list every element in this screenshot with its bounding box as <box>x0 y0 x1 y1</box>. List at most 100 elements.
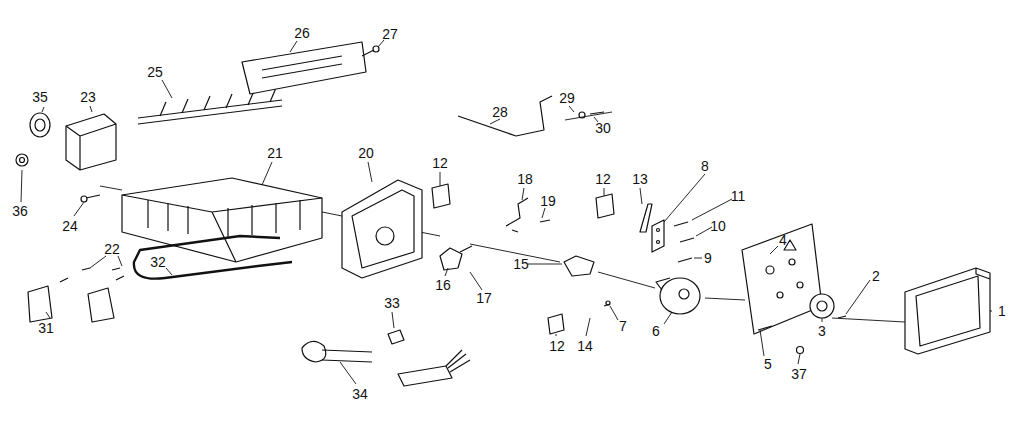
leader-line <box>610 306 618 320</box>
callout-number: 1 <box>997 303 1007 319</box>
callout-number: 12 <box>594 171 612 187</box>
callout-number: 4 <box>778 232 788 248</box>
control-box <box>66 114 116 170</box>
leader-line <box>166 268 172 275</box>
clip <box>579 112 604 118</box>
assembly-axis <box>100 186 122 190</box>
bracket <box>28 286 52 322</box>
stripper <box>262 56 342 78</box>
leader-line <box>798 354 800 364</box>
assembly-axis <box>598 272 655 288</box>
leader-line <box>760 330 764 356</box>
leader-line <box>21 170 22 202</box>
screw <box>797 347 804 354</box>
callout-number: 28 <box>491 104 509 120</box>
callout-number: 37 <box>790 366 808 382</box>
leader-line <box>445 268 448 276</box>
callout-number: 36 <box>11 203 29 219</box>
thermostat <box>440 248 462 270</box>
fill-cup <box>302 341 326 362</box>
screw <box>678 258 692 262</box>
bracket <box>28 276 124 322</box>
assembly-axis <box>565 112 612 120</box>
ejector <box>138 100 282 124</box>
leader-line <box>569 106 574 112</box>
switch <box>432 184 614 334</box>
front-cover <box>905 268 990 354</box>
callout-number: 25 <box>146 64 164 80</box>
callout-number: 19 <box>539 193 557 209</box>
callout-number: 15 <box>512 256 530 272</box>
callout-number: 22 <box>103 241 121 257</box>
cam <box>564 256 594 276</box>
leader-line <box>522 188 524 200</box>
contact-strip <box>657 241 660 244</box>
assembly-axis <box>832 318 905 322</box>
screw <box>674 222 688 226</box>
thermostat <box>460 246 472 252</box>
mounting-plate <box>777 292 783 298</box>
leader-line <box>368 162 372 182</box>
front-cover <box>916 276 980 346</box>
leader-line <box>290 41 297 52</box>
callout-number: 35 <box>31 89 49 105</box>
callout-number: 30 <box>594 120 612 136</box>
screw <box>81 196 87 202</box>
mold-housing <box>352 190 414 268</box>
leader-line <box>694 258 702 259</box>
ejector <box>138 88 282 124</box>
front-cover <box>976 268 990 279</box>
contact-strip <box>652 220 664 252</box>
grommet <box>30 113 50 137</box>
leader-line <box>46 312 50 318</box>
leader-line <box>640 188 642 204</box>
screw <box>81 195 100 202</box>
contact-strip <box>652 220 664 252</box>
thermostat <box>440 246 472 270</box>
callout-number: 21 <box>266 145 284 161</box>
switch <box>596 194 614 218</box>
callout-number: 31 <box>37 320 55 336</box>
leader-line <box>542 208 545 218</box>
callout-number: 8 <box>700 158 710 174</box>
leader-line <box>440 172 441 186</box>
leader-line <box>340 362 356 384</box>
screw <box>112 268 120 270</box>
motor <box>656 278 670 290</box>
motor <box>660 278 700 314</box>
ice-mold-tray <box>122 195 322 262</box>
fill-cup <box>322 350 372 362</box>
screw <box>362 46 379 56</box>
cam <box>564 256 594 276</box>
mounting-plate <box>789 259 795 265</box>
control-box <box>66 114 116 170</box>
leader-line <box>21 40 992 384</box>
gear <box>810 294 834 318</box>
leader-line <box>586 318 590 336</box>
spring <box>640 204 652 232</box>
callout-number: 7 <box>618 318 628 334</box>
assembly-axis <box>420 232 440 236</box>
spring <box>640 204 652 232</box>
clip <box>579 112 585 118</box>
bracket <box>60 276 124 282</box>
wire-harness <box>398 366 452 386</box>
callout-number: 14 <box>576 338 594 354</box>
control-box <box>66 124 116 170</box>
motor <box>656 278 700 314</box>
leader-line <box>846 280 870 314</box>
bracket <box>88 288 114 322</box>
leader-line <box>822 318 823 322</box>
leader-line <box>990 311 992 312</box>
callout-number: 16 <box>434 277 452 293</box>
leader-line <box>42 107 44 112</box>
shutoff-arm <box>458 96 552 136</box>
leader-line <box>604 188 605 196</box>
leader-line <box>118 256 122 266</box>
screw <box>82 268 90 270</box>
leader-line <box>90 256 106 268</box>
nut <box>16 154 28 166</box>
screw <box>758 326 772 330</box>
leader-line <box>392 312 394 328</box>
screw <box>82 222 846 354</box>
